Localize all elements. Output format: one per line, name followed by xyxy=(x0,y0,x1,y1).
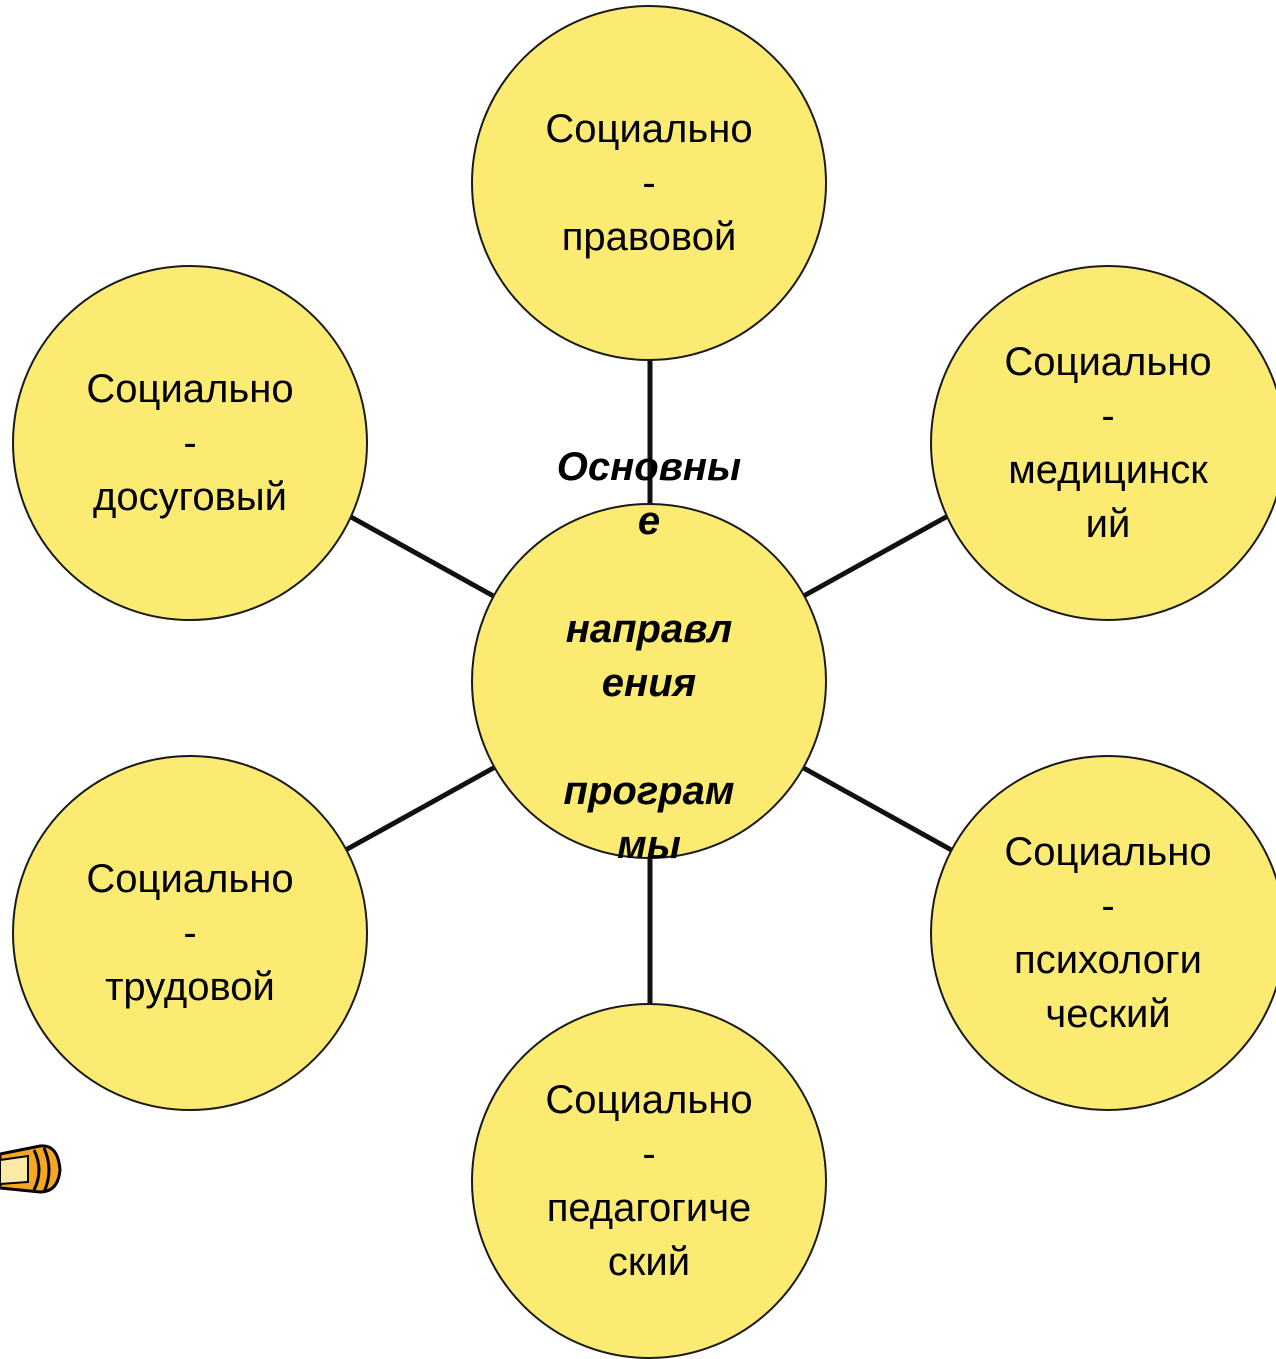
connector-upper-left xyxy=(340,509,499,601)
connector-upper-right xyxy=(798,509,957,601)
node-lower-left xyxy=(12,755,368,1111)
node-lower-right-label: Социально - психологи ческий xyxy=(1004,830,1212,1036)
node-upper-right xyxy=(930,265,1276,621)
node-bottom xyxy=(471,1003,827,1359)
connector-lower-left xyxy=(340,763,499,855)
node-lower-left-label: Социально - трудовой xyxy=(86,857,294,1009)
pencil-icon xyxy=(0,1144,62,1194)
node-center xyxy=(471,503,827,859)
node-top-label: Социально - правовой xyxy=(545,107,753,259)
node-upper-right-label: Социально - медицинск ий xyxy=(1004,340,1212,546)
connector-lower-right xyxy=(798,763,957,855)
node-lower-right xyxy=(930,755,1276,1111)
node-upper-left-label: Социально - досуговый xyxy=(86,367,294,519)
node-top xyxy=(471,5,827,361)
node-upper-left xyxy=(12,265,368,621)
node-bottom-label: Социально - педагогиче ский xyxy=(545,1078,753,1284)
center-label: Основны е направл ения програм мы xyxy=(556,445,742,867)
